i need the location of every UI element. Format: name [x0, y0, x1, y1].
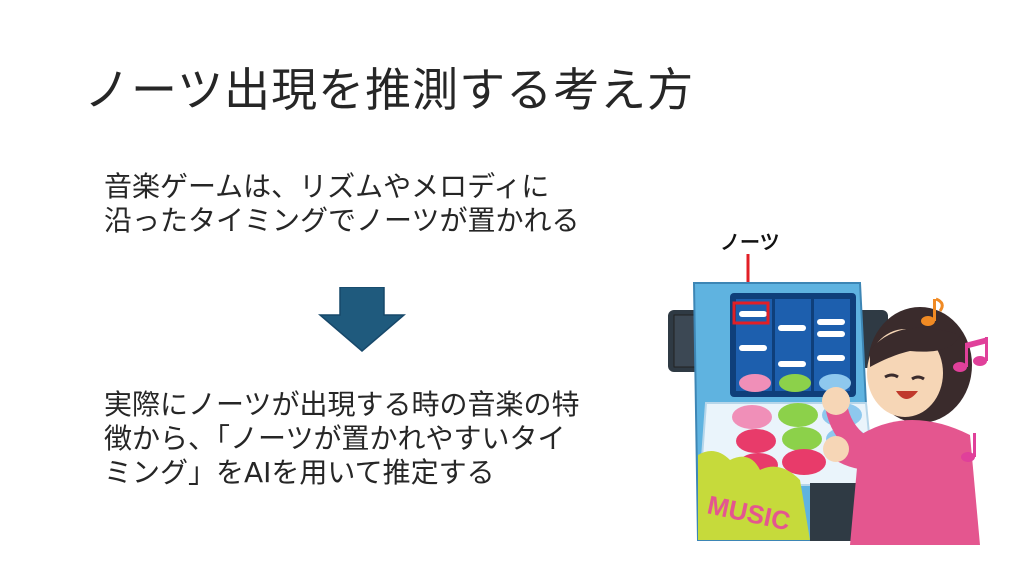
music-note-icon [953, 337, 988, 372]
body-text-1: 音楽ゲームは、リズムやメロディに 沿ったタイミングでノーツが置かれる [104, 170, 580, 237]
music-note-icon [921, 297, 944, 326]
down-arrow-icon [318, 287, 406, 352]
rhythm-game-illustration: MUSIC [668, 282, 988, 545]
body-text-2: 実際にノーツが出現する時の音楽の特 徴から、「ノーツが置かれやすいタイ ミング」… [104, 388, 580, 489]
slide-title: ノーツ出現を推測する考え方 [84, 63, 695, 117]
music-note-icon [961, 433, 976, 462]
notes-label: ノーツ [720, 230, 780, 254]
note-highlight-box [732, 301, 770, 325]
